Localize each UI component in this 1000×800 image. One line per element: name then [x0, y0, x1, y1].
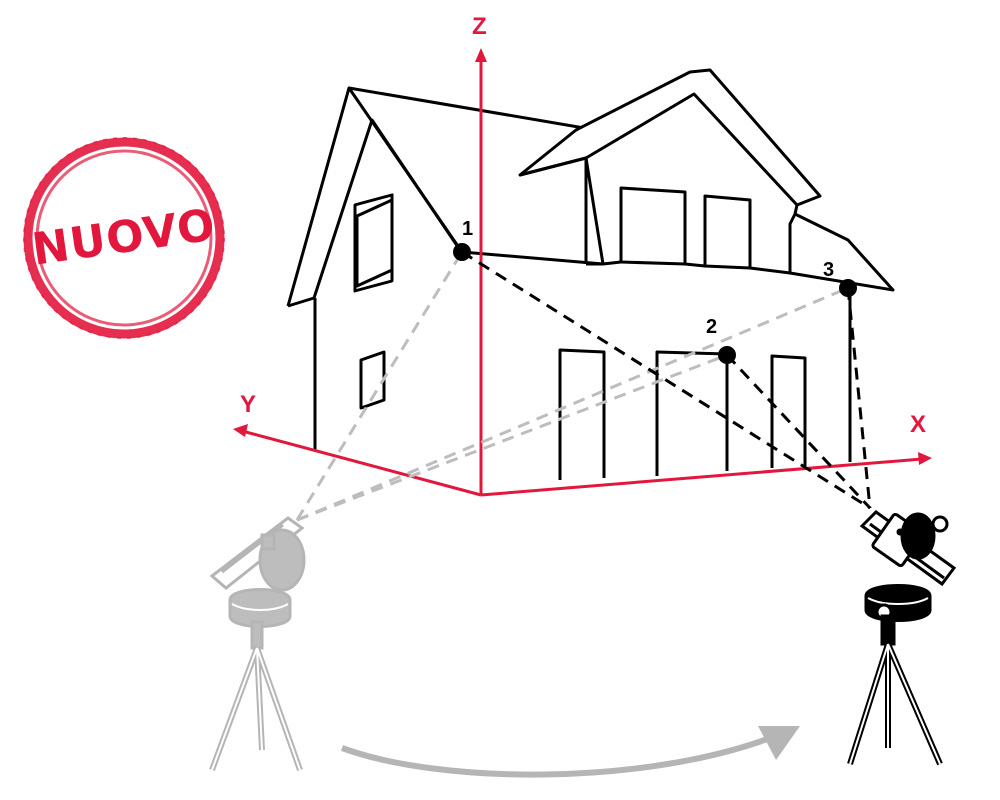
- axis-label-z: Z: [472, 13, 487, 40]
- point-label-1: 1: [462, 218, 473, 240]
- ghost-measurement-lines: [295, 251, 849, 522]
- laser-meter-ghost-icon: [209, 516, 306, 772]
- laser-meter-active-icon: [847, 510, 957, 766]
- axis-label-x: X: [910, 411, 926, 438]
- point-label-2: 2: [706, 316, 717, 338]
- point-2-marker: [718, 346, 736, 364]
- nuovo-stamp: NUOVO: [23, 137, 225, 339]
- measurement-points: [453, 243, 857, 364]
- stamp-text: NUOVO: [29, 199, 219, 275]
- coordinate-axes: [233, 48, 932, 497]
- active-measurement-lines: [461, 250, 872, 510]
- house-drawing: [286, 68, 895, 480]
- point-3-marker: [839, 279, 857, 297]
- point-label-3: 3: [823, 259, 834, 281]
- curved-arrow-icon: [340, 726, 800, 778]
- axis-label-y: Y: [240, 391, 256, 418]
- point-1-marker: [453, 243, 471, 261]
